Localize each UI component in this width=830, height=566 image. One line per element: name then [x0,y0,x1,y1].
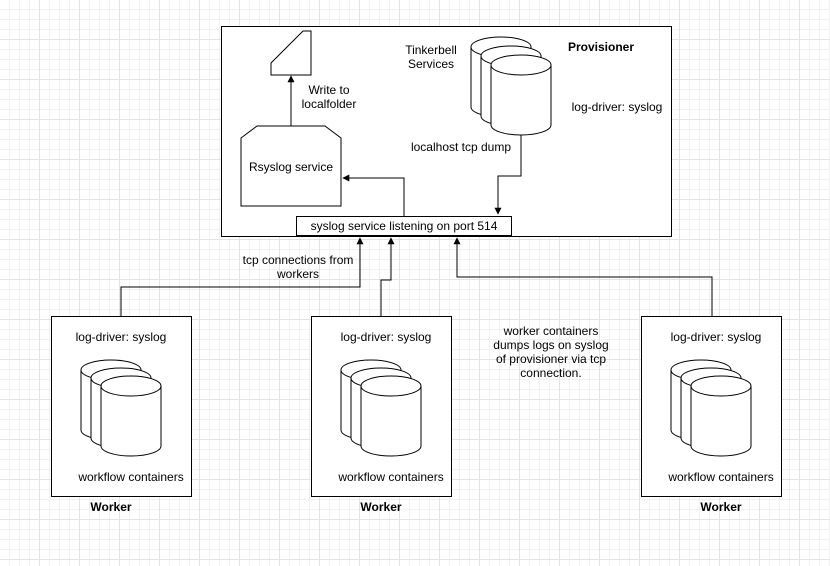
worker-1-containers-label: workflow containers [78,470,184,484]
worker-3-title: Worker [700,500,742,514]
worker-2-title: Worker [360,500,402,514]
tcp-dump-arrow [494,135,522,215]
tinkerbell-services-db-icon [470,36,552,136]
worker-3-log-driver-label: log-driver: syslog [670,330,762,344]
tcp-connections-label: tcp connections from workers [242,253,354,281]
worker-1-title: Worker [90,500,132,514]
worker-3-db-icon [670,359,752,457]
worker-2-connection-arrow [380,237,395,316]
rsyslog-service-label: Rsyslog service [248,160,334,174]
provisioner-title: Provisioner [567,40,635,54]
worker-note-label: worker containers dumps logs on syslog o… [493,324,609,380]
worker-2-log-driver-label: log-driver: syslog [340,330,432,344]
syslog-to-rsyslog-arrow [342,174,405,216]
write-localfolder-label: Write to localfolder [301,83,357,111]
worker-1-connection-arrow [120,237,364,316]
rsyslog-service-shape [240,125,342,207]
worker-3-connection-arrow [453,237,713,316]
worker-1-log-driver-label: log-driver: syslog [75,330,167,344]
localfolder-icon [270,30,312,76]
provisioner-log-driver-label: log-driver: syslog [571,100,663,114]
worker-1-db-icon [80,359,162,457]
tinkerbell-services-label: Tinkerbell Services [405,43,457,71]
worker-3-containers-label: workflow containers [668,470,774,484]
worker-2-db-icon [340,359,422,457]
syslog-port-box: syslog service listening on port 514 [296,216,512,236]
worker-2-containers-label: workflow containers [338,470,444,484]
tcp-dump-label: localhost tcp dump [410,140,512,154]
